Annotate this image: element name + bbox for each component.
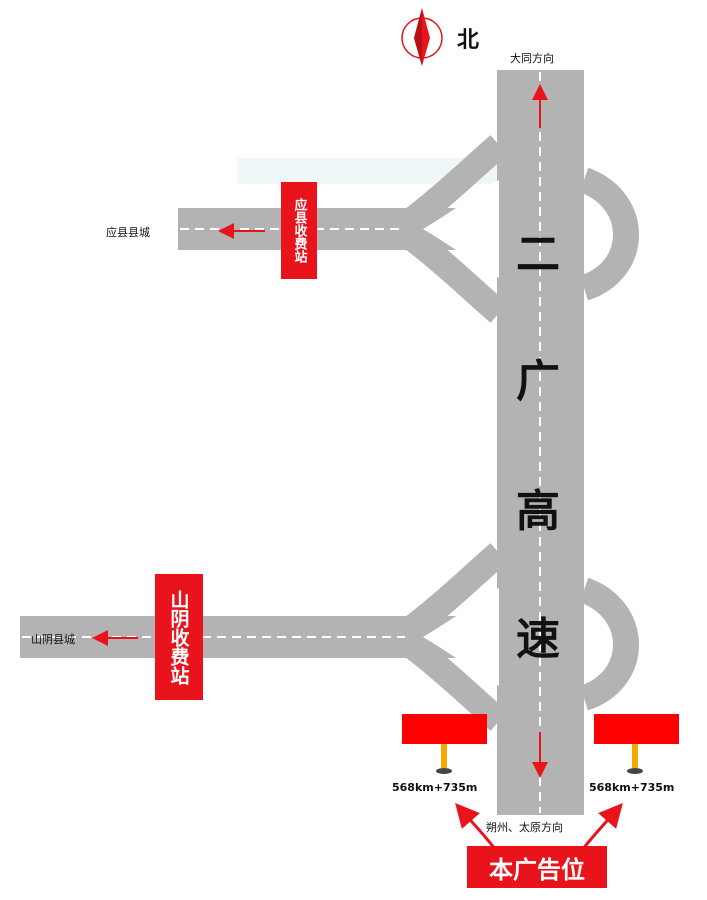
toll-station-lower: 山阴收费站 — [155, 574, 203, 700]
direction-south: 朔州、太原方向 — [486, 821, 563, 834]
direction-west-lower: 山阴县城 — [31, 633, 75, 646]
billboard-right — [594, 714, 679, 774]
ad-position-label: 本广告位 — [467, 846, 607, 888]
north-arrow-icon — [401, 8, 443, 66]
direction-west-upper: 应县县城 — [106, 226, 150, 239]
direction-north: 大同方向 — [510, 52, 554, 65]
ad-pointer-right — [580, 802, 623, 851]
ad-pointer-left — [455, 802, 498, 851]
billboard-left — [402, 714, 487, 774]
highway-name-char-3: 高 — [516, 486, 560, 537]
interchange-upper — [178, 135, 639, 323]
highway-name-char-2: 广 — [516, 356, 560, 407]
billboard-left-km: 568km+735m — [392, 781, 478, 794]
compass-label: 北 — [457, 28, 480, 53]
toll-station-upper: 应县收费站 — [281, 182, 317, 279]
billboard-right-km: 568km+735m — [589, 781, 675, 794]
highway-name-char-4: 速 — [516, 614, 560, 665]
interchange-lower — [20, 543, 639, 731]
highway-name-char-1: 二 — [516, 229, 560, 280]
